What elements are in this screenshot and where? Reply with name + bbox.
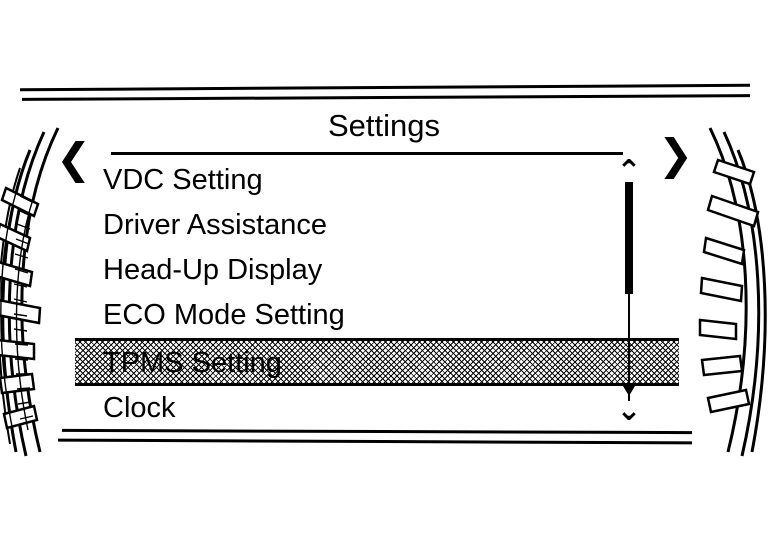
menu-item-head-up-display[interactable]: Head-Up Display [75, 248, 679, 293]
menu-item-label: Driver Assistance [103, 209, 328, 241]
top-rule-upper [19, 83, 751, 92]
menu-item-label: VDC Setting [103, 164, 263, 196]
scrollbar[interactable]: ⌃ ⌄ [612, 154, 646, 428]
bottom-rule-lower [57, 438, 693, 445]
top-rule-lower [21, 94, 751, 101]
page-title: Settings [327, 108, 440, 143]
menu-item-label: TPMS Setting [103, 347, 282, 379]
chevron-down-icon[interactable]: ⌄ [616, 393, 642, 428]
chevron-up-icon[interactable]: ⌃ [616, 154, 642, 189]
menu-item-clock[interactable]: Clock [75, 386, 679, 431]
menu-item-label: Head-Up Display [103, 254, 323, 286]
chevron-right-icon[interactable]: ❯ [658, 130, 694, 179]
title-underline [111, 152, 623, 155]
chevron-left-icon[interactable]: ❮ [56, 134, 92, 183]
scroll-direction-arrowhead [623, 386, 635, 396]
menu-item-driver-assistance[interactable]: Driver Assistance [75, 203, 679, 248]
menu-item-label: Clock [103, 392, 176, 424]
settings-menu-list: VDC Setting Driver Assistance Head-Up Di… [75, 158, 679, 436]
menu-item-label: ECO Mode Setting [103, 299, 345, 331]
scrollbar-thumb[interactable] [625, 182, 633, 294]
menu-item-tpms-setting[interactable]: TPMS Setting [75, 338, 679, 386]
menu-item-vdc-setting[interactable]: VDC Setting [75, 158, 679, 203]
menu-item-eco-mode-setting[interactable]: ECO Mode Setting [75, 293, 679, 338]
